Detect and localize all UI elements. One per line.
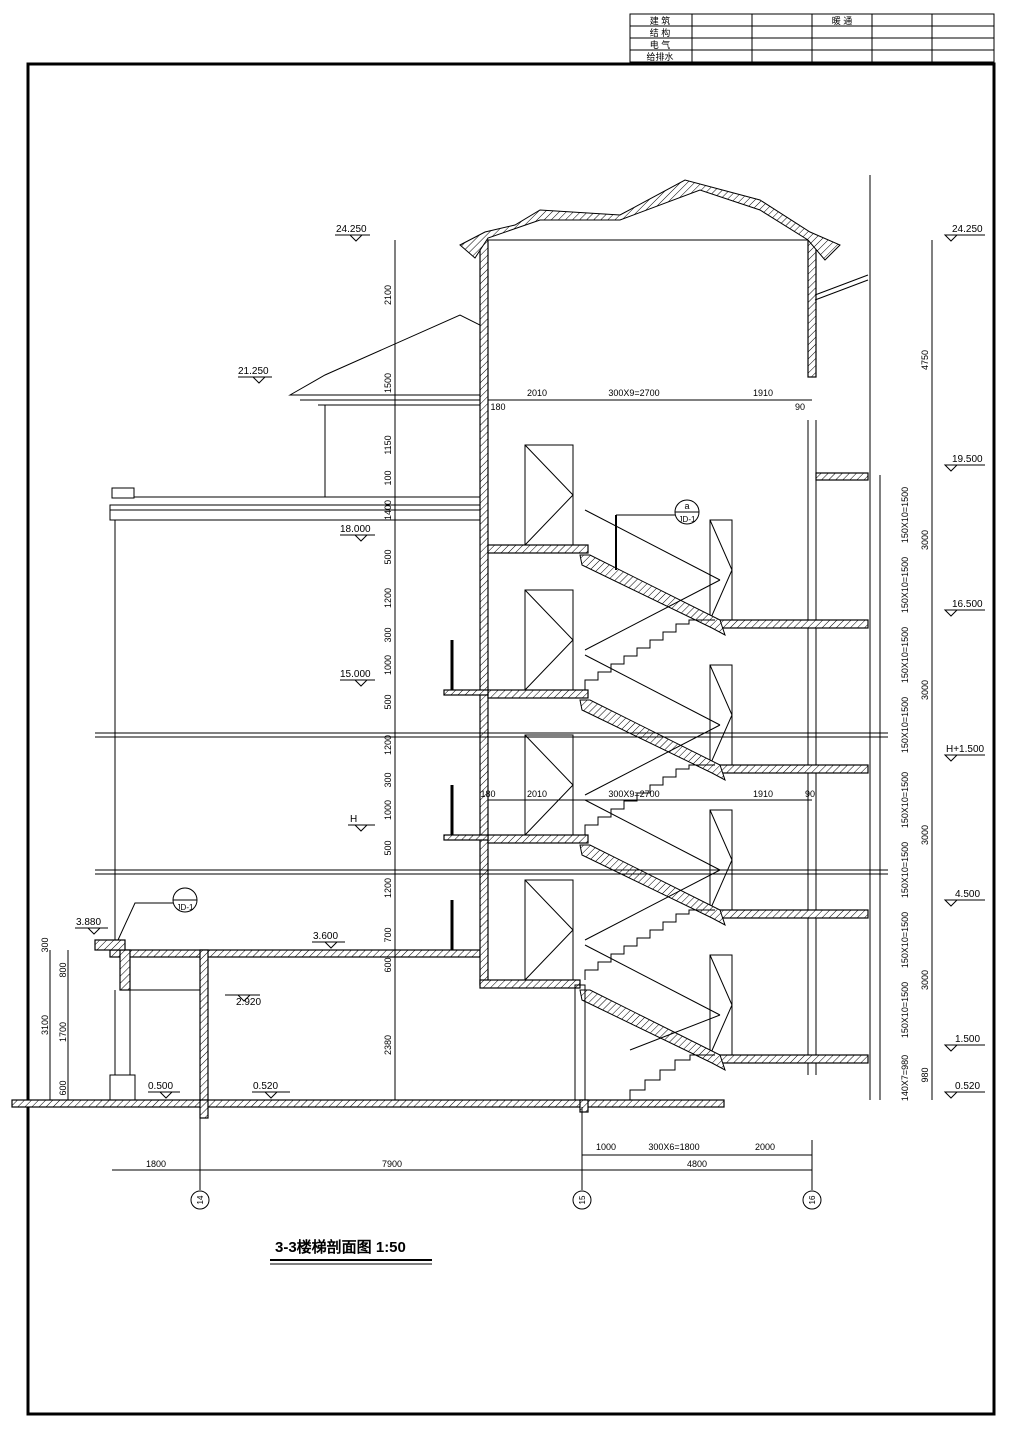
elev-0520-left: 0.520	[253, 1081, 278, 1092]
elev-15000: 15.000	[340, 669, 371, 680]
vdim-mid: 500	[383, 694, 393, 709]
hdim-bottom-upper: 300X6=1800	[648, 1142, 699, 1152]
title-block-row-4: 给排水	[646, 51, 673, 62]
elev-4500: 4.500	[955, 889, 980, 900]
vdim-mid: 1200	[383, 878, 393, 898]
vdim-mid: 1200	[383, 735, 393, 755]
horizontal-dims-mid: 180 2010 300X9=2700 1910 90	[480, 789, 815, 799]
title-block-hvac: 暖 通	[832, 15, 853, 26]
vdim-floor: 3000	[920, 825, 930, 845]
vdim-step: 150X10=1500	[900, 697, 910, 753]
vdim-step: 150X10=1500	[900, 557, 910, 613]
horizontal-dims-bottom: 1000 300X6=1800 2000 1800 7900 4800	[146, 1142, 775, 1169]
elev-3600: 3.600	[313, 931, 338, 942]
drawing-frame	[26, 62, 996, 1416]
dimension-lines	[49, 240, 933, 1171]
axis-label-16: 16	[808, 1195, 817, 1204]
horizontal-dims-top: 180 2010 300X9=2700 1910 90	[490, 388, 805, 412]
detail-a-label: a	[684, 501, 689, 511]
vdim-step: 150X10=1500	[900, 982, 910, 1038]
hdim-top: 180	[490, 402, 505, 412]
vdim-left: 300	[40, 937, 50, 952]
vdim-mid: 300	[383, 627, 393, 642]
hdim-mid: 90	[805, 789, 815, 799]
hdim-top: 1910	[753, 388, 773, 398]
building-section	[11, 175, 888, 1119]
hdim-mid: 2010	[527, 789, 547, 799]
vdim-floor: 980	[920, 1067, 930, 1082]
elev-h: H	[350, 814, 357, 825]
hdim-top: 2010	[527, 388, 547, 398]
detail-callouts: a JD-1 JD-1	[117, 499, 700, 941]
elev-24250-left: 24.250	[336, 224, 367, 235]
hdim-bottom-lower: 1800	[146, 1159, 166, 1169]
vdim-mid: 300	[383, 772, 393, 787]
hdim-bottom-upper: 2000	[755, 1142, 775, 1152]
vertical-dims-right: 150X10=1500 150X10=1500 150X10=1500 150X…	[900, 350, 930, 1101]
drawing-title-group: 3-3楼梯剖面图 1:50	[270, 1238, 432, 1265]
elev-16500: 16.500	[952, 599, 983, 610]
elev-0520-right: 0.520	[955, 1081, 980, 1092]
axis-markers: 14 15 16	[190, 1107, 822, 1210]
vdim-floor: 3000	[920, 530, 930, 550]
vdim-step: 150X10=1500	[900, 912, 910, 968]
vdim-mid: 1150	[383, 435, 393, 454]
vdim-mid: 700	[383, 927, 393, 942]
vdim-mid: 2380	[383, 1035, 393, 1055]
hdim-bottom-upper: 1000	[596, 1142, 616, 1152]
hdim-mid: 300X9=2700	[608, 789, 659, 799]
vdim-step: 140X7=980	[900, 1055, 910, 1101]
vdim-left: 800	[58, 962, 68, 977]
detail-jd1-top-label: JD-1	[679, 515, 696, 524]
hdim-mid: 180	[480, 789, 495, 799]
vdim-floor: 3000	[920, 680, 930, 700]
elev-18000: 18.000	[340, 524, 371, 535]
vdim-step: 150X10=1500	[900, 842, 910, 898]
hdim-bottom-lower: 4800	[687, 1159, 707, 1169]
axis-label-15: 15	[578, 1195, 587, 1204]
vdim-step: 150X10=1500	[900, 627, 910, 683]
vdim-left: 600	[58, 1080, 68, 1095]
drawing-title: 3-3楼梯剖面图 1:50	[275, 1238, 406, 1256]
elevation-marks-left: 24.250 21.250 18.000 15.000 H 3.880 3.60…	[75, 224, 375, 1099]
vertical-dims-mid: 2100 1500 1150 100 1400 500 1200 300 100…	[383, 285, 393, 1055]
hdim-top: 90	[795, 402, 805, 412]
hdim-mid: 1910	[753, 789, 773, 799]
title-block-row-1: 建 筑	[650, 15, 671, 26]
elev-21250: 21.250	[238, 366, 269, 377]
vdim-mid: 1500	[383, 373, 393, 393]
title-block-row-3: 电 气	[650, 39, 671, 50]
vdim-left: 3100	[40, 1015, 50, 1035]
vdim-floor: 4750	[920, 350, 930, 370]
vdim-floor: 3000	[920, 970, 930, 990]
vdim-mid: 500	[383, 549, 393, 564]
vdim-left: 1700	[58, 1022, 68, 1042]
vdim-mid: 500	[383, 840, 393, 855]
elev-19500: 19.500	[952, 454, 983, 465]
vdim-mid: 1400	[383, 500, 393, 520]
vdim-mid: 2100	[383, 285, 393, 305]
vdim-step: 150X10=1500	[900, 487, 910, 543]
elev-24250-right: 24.250	[952, 224, 983, 235]
vdim-step: 150X10=1500	[900, 772, 910, 828]
vertical-dims-left: 300 800 1700 600 3100	[40, 937, 68, 1095]
vdim-mid: 100	[383, 470, 393, 485]
hdim-bottom-lower: 7900	[382, 1159, 402, 1169]
title-block: 建 筑 结 构 电 气 给排水 暖 通	[629, 13, 995, 63]
elev-3880: 3.880	[76, 917, 101, 928]
vdim-mid: 1200	[383, 588, 393, 608]
elev-h1500: H+1.500	[946, 744, 985, 755]
hdim-top: 300X9=2700	[608, 388, 659, 398]
elev-1500: 1.500	[955, 1034, 980, 1045]
elev-2920: 2.920	[236, 997, 261, 1008]
elev-0500: 0.500	[148, 1081, 173, 1092]
elevation-marks-right: 24.250 19.500 16.500 H+1.500 4.500 1.500…	[943, 224, 985, 1099]
detail-jd1-left-label: JD-1	[177, 903, 194, 912]
axis-label-14: 14	[196, 1195, 205, 1204]
title-block-row-2: 结 构	[650, 27, 671, 38]
vdim-mid: 1000	[383, 800, 393, 820]
vdim-mid: 600	[383, 957, 393, 972]
vdim-mid: 1000	[383, 655, 393, 675]
